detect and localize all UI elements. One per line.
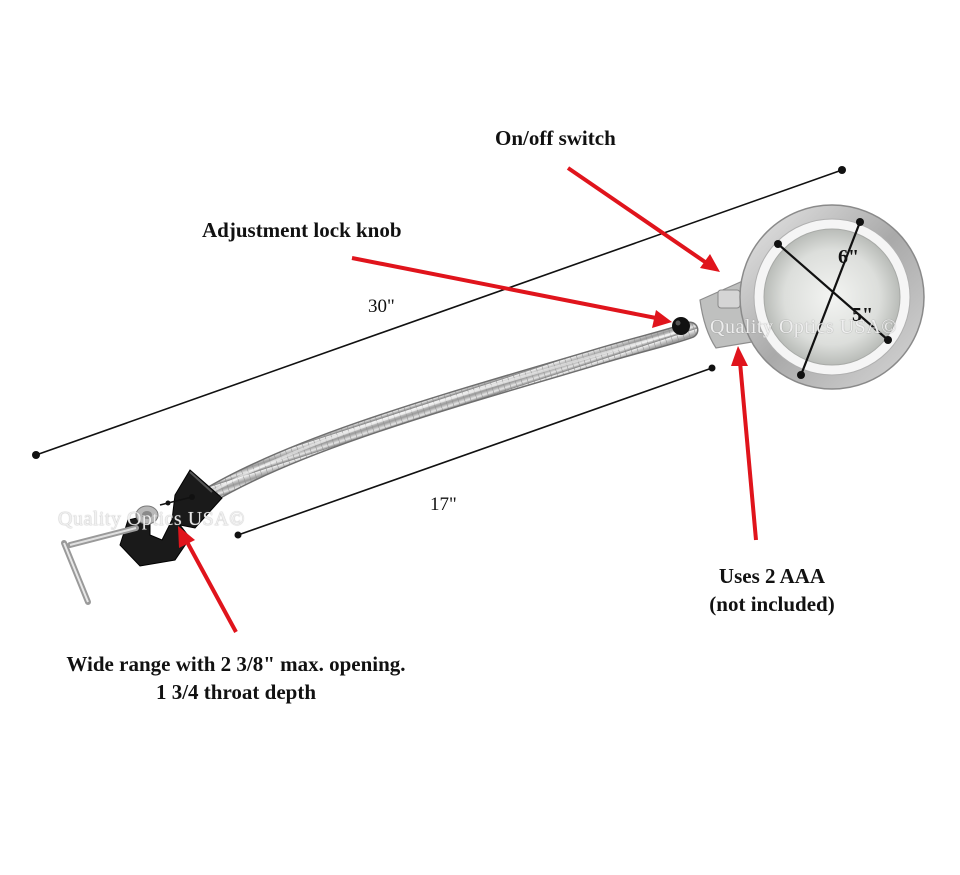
battery-label: Uses 2 AAA (not included) bbox=[686, 562, 858, 618]
gooseneck-arm bbox=[196, 321, 699, 507]
lens-diameter-label: 6" bbox=[838, 246, 860, 268]
overall-dimension-line bbox=[32, 166, 846, 459]
lens-dimension-lines bbox=[774, 218, 892, 379]
clamp-label-line1: Wide range with 2 3/8" max. opening. bbox=[66, 652, 406, 676]
battery-arrow bbox=[731, 346, 758, 541]
lock-knob-label: Adjustment lock knob bbox=[202, 218, 402, 242]
clamp-arrow bbox=[178, 526, 238, 633]
c-clamp bbox=[61, 469, 223, 605]
battery-label-line2: (not included) bbox=[709, 592, 835, 616]
battery-label-line1: Uses 2 AAA bbox=[718, 564, 826, 588]
lens-inner-label: 5" bbox=[852, 304, 874, 326]
switch-arrow bbox=[566, 166, 720, 272]
watermark-lens: Quality Optics USA© bbox=[710, 316, 897, 338]
clamp-label: Wide range with 2 3/8" max. opening. 1 3… bbox=[36, 650, 436, 706]
watermark-clamp: Quality Optics USA© bbox=[58, 508, 245, 530]
switch-label: On/off switch bbox=[495, 126, 616, 150]
arm-length-label: 17" bbox=[430, 494, 457, 515]
lock-knob bbox=[672, 317, 690, 335]
lock-knob-arrow bbox=[351, 256, 672, 328]
arm-dimension-line bbox=[234, 364, 716, 539]
callout-arrows bbox=[178, 166, 758, 633]
overall-length-label: 30" bbox=[368, 296, 395, 317]
clamp-label-line2: 1 3/4 throat depth bbox=[155, 680, 317, 704]
